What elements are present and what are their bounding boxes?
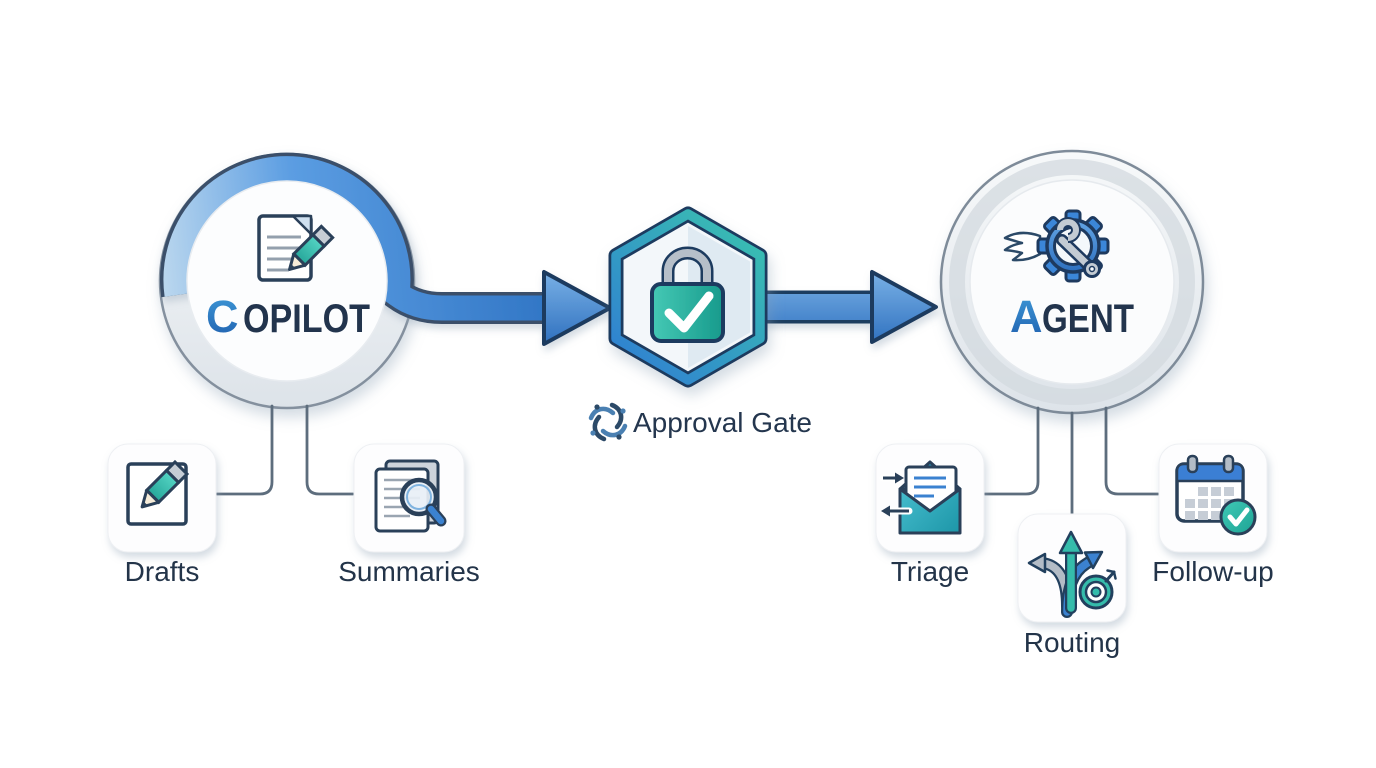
connector-agent-followup — [1104, 406, 1160, 496]
summaries-label: Summaries — [338, 556, 480, 587]
connector-copilot-summaries — [305, 404, 355, 496]
gate-to-agent-arrow — [752, 270, 938, 344]
target — [1078, 569, 1117, 610]
wrench — [1055, 217, 1101, 278]
routing-label: Routing — [1024, 627, 1121, 658]
pinwheel-icon — [588, 402, 628, 442]
arrowhead — [870, 270, 938, 344]
approval-gate-caption: Approval Gate — [588, 402, 812, 442]
triage-label: Triage — [891, 556, 969, 587]
copilot-node: C OPILOT — [158, 152, 612, 410]
document-magnifier-icon — [374, 459, 447, 533]
branch-arrows-target-icon — [1027, 530, 1117, 618]
calendar-check-icon — [1175, 454, 1257, 536]
connectors — [215, 404, 1160, 516]
gear-wrench-wing-icon — [1003, 209, 1110, 283]
agent-label: A GENT — [1010, 291, 1134, 342]
approval-gate-label: Approval Gate — [633, 407, 812, 438]
copilot-label: C OPILOT — [206, 291, 370, 342]
transfer-arrows — [879, 472, 913, 517]
drafts-label: Drafts — [125, 556, 200, 587]
wing — [1003, 231, 1042, 262]
check-badge — [1219, 498, 1257, 536]
followup-label: Follow-up — [1152, 556, 1273, 587]
padlock-check-icon — [650, 246, 725, 343]
checkmark — [664, 291, 714, 333]
card-followup: Follow-up — [1152, 443, 1274, 587]
document-pencil-icon — [257, 214, 335, 282]
pencil-square-icon — [126, 459, 190, 526]
approval-gate-node — [608, 206, 768, 388]
connector-copilot-drafts — [215, 404, 274, 496]
envelope-arrows-icon — [879, 460, 962, 535]
copilot-to-gate-arrow — [159, 152, 612, 346]
card-triage: Triage — [875, 443, 985, 587]
arrowhead — [542, 270, 612, 346]
card-routing: Routing — [1017, 513, 1127, 658]
card-drafts: Drafts — [107, 443, 217, 587]
connector-agent-triage — [983, 406, 1040, 496]
agent-node: A GENT — [939, 149, 1205, 415]
card-summaries: Summaries — [338, 443, 480, 587]
